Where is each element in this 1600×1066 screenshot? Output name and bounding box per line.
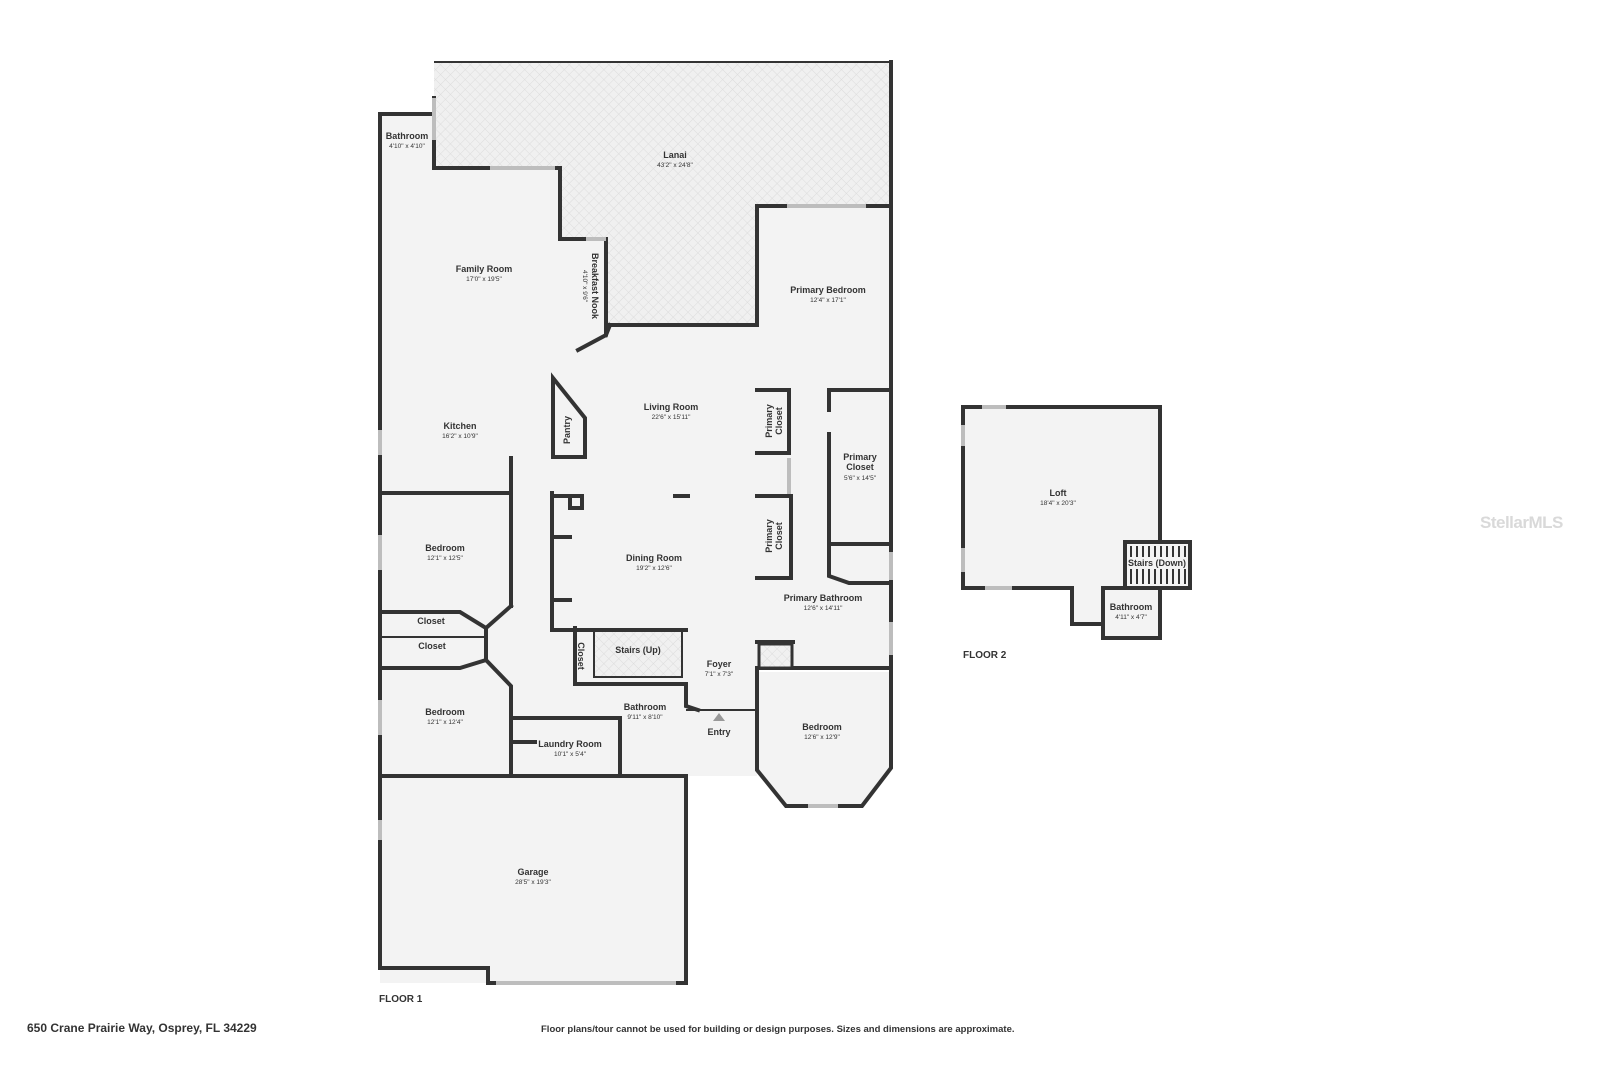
label-entry: Entry (707, 727, 730, 737)
floor-1 (378, 60, 893, 985)
pantry-walls (551, 372, 587, 459)
floor-1-label: FLOOR 1 (379, 994, 423, 1005)
property-address: 650 Crane Prairie Way, Osprey, FL 34229 (27, 1021, 257, 1035)
label-primary-bathroom: Primary Bathroom (784, 593, 863, 603)
label-garage: Garage (517, 867, 548, 877)
label-closet-3: Closet (576, 642, 586, 670)
label-stairs-up: Stairs (Up) (615, 645, 661, 655)
label-primary-closet-c: PrimaryCloset (764, 519, 784, 553)
label-primary-bedroom: Primary Bedroom (790, 285, 866, 295)
floor-2-label: FLOOR 2 (963, 650, 1007, 661)
label-kitchen: Kitchen (443, 421, 476, 431)
dims-foyer: 7'1" x 7'3" (705, 671, 734, 678)
dims-garage: 28'5" x 19'3" (515, 879, 551, 886)
dims-bathroom-mid: 9'11" x 8'10" (627, 714, 663, 721)
dims-dining-room: 19'2" x 12'6" (636, 565, 672, 572)
disclaimer-text: Floor plans/tour cannot be used for buil… (541, 1024, 1015, 1035)
label-closet-1: Closet (417, 616, 445, 626)
bath-top-floor (380, 114, 434, 168)
dims-bedroom-3: 12'6" x 12'9" (804, 734, 840, 741)
label-loft: Loft (1050, 488, 1067, 498)
label-bedroom-2: Bedroom (425, 707, 465, 717)
label-dining-room: Dining Room (626, 553, 682, 563)
dims-bedroom-2: 12'1" x 12'4" (427, 719, 463, 726)
dims-kitchen: 16'2" x 10'9" (442, 433, 478, 440)
dims-family-room: 17'0" x 19'5" (466, 276, 502, 283)
label-bathroom-mid: Bathroom (624, 702, 667, 712)
dims-primary-bedroom: 12'4" x 17'1" (810, 297, 846, 304)
dims-primary-closet-b: 5'6" x 14'5" (844, 475, 877, 482)
label-bedroom-3: Bedroom (802, 722, 842, 732)
entry-arrow-icon (713, 713, 725, 721)
dims-lanai: 43'2" x 24'8" (657, 162, 693, 169)
dims-living-room: 22'6" x 15'11" (652, 414, 691, 421)
lanai-area (434, 62, 891, 325)
dims-bath-top: 4'10" x 4'10" (389, 143, 425, 150)
label-bath-top: Bathroom (386, 131, 429, 141)
label-pantry: Pantry (562, 416, 572, 444)
label-breakfast-nook: Breakfast Nook (590, 253, 600, 320)
floor-2 (961, 405, 1192, 640)
stairs-up-shape (593, 630, 683, 678)
label-stairs-down: Stairs (Down) (1128, 558, 1186, 568)
dims-primary-bathroom: 12'6" x 14'11" (804, 605, 843, 612)
main-floor (380, 168, 891, 983)
exterior-wall-left (378, 96, 436, 116)
label-closet-2: Closet (418, 641, 446, 651)
label-foyer: Foyer (707, 659, 732, 669)
label-bedroom-1: Bedroom (425, 543, 465, 553)
label-bathroom-f2: Bathroom (1110, 602, 1153, 612)
dims-loft: 18'4" x 20'3" (1040, 500, 1076, 507)
label-family-room: Family Room (456, 264, 513, 274)
primary-bath-fixture (757, 642, 794, 670)
dims-breakfast-nook: 4'10" x 9'6" (581, 270, 588, 303)
label-living-room: Living Room (644, 402, 699, 412)
watermark-logo: StellarMLS (1480, 513, 1563, 532)
label-lanai: Lanai (663, 150, 687, 160)
bed3-floor (757, 672, 891, 806)
label-primary-closet-a: PrimaryCloset (764, 404, 784, 438)
label-laundry-room: Laundry Room (538, 739, 602, 749)
dims-bedroom-1: 12'1" x 12'5" (427, 555, 463, 562)
dims-bathroom-f2: 4'11" x 4'7" (1115, 614, 1147, 621)
loft-floor (963, 407, 1190, 638)
dims-laundry-room: 10'1" x 5'4" (554, 751, 587, 758)
